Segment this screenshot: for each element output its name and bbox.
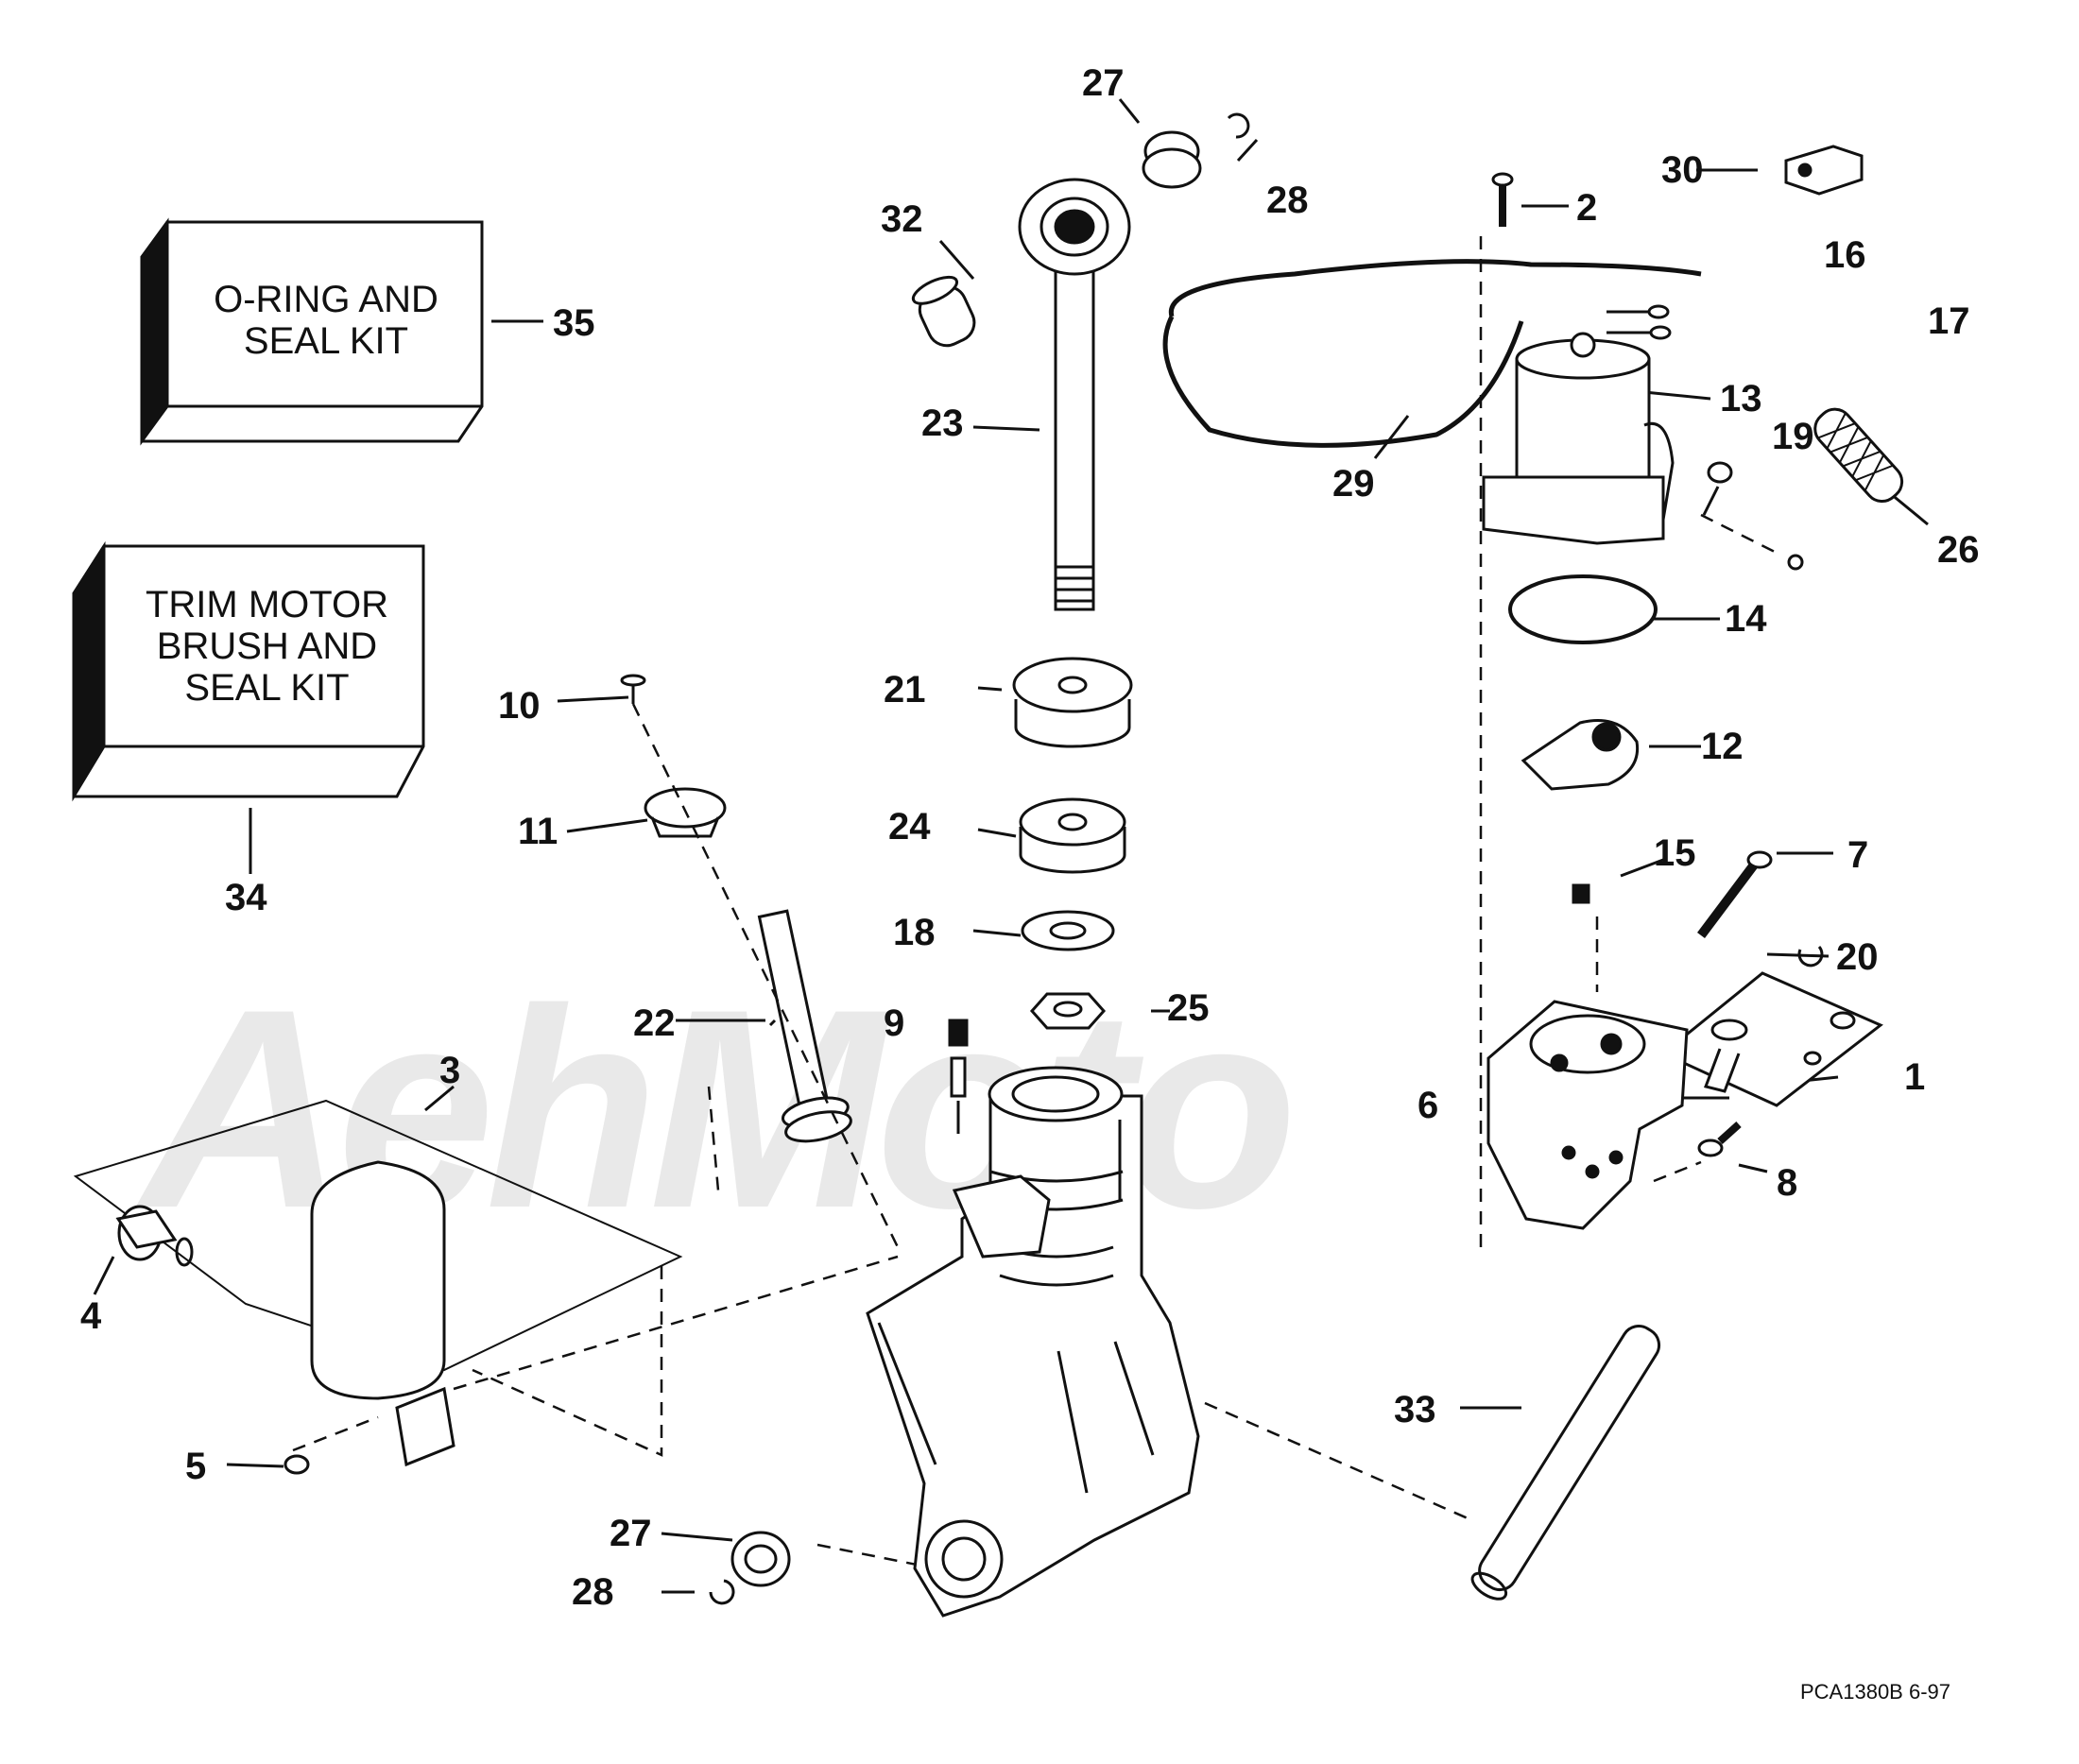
callout-28-top: 28 [1266,180,1309,221]
callout-11: 11 [518,811,558,852]
valve-10 [620,674,646,704]
screw-15 [1572,883,1590,904]
bolt-7 [1697,850,1773,938]
washer-18 [1021,910,1115,951]
callout-22: 22 [633,1002,676,1044]
callout-1: 1 [1904,1056,1926,1098]
bushing-4 [115,1205,194,1267]
kit-35-line-1: O-RING AND [214,279,438,320]
ring-28-bottom [709,1579,735,1605]
gasket-1 [1660,971,1883,1107]
callout-33: 33 [1394,1389,1436,1430]
piston-24 [1019,797,1126,874]
callout-8: 8 [1777,1162,1798,1204]
kit-34-line-3: SEAL KIT [184,667,350,709]
kit-34-label: TRIM MOTOR BRUSH AND SEAL KIT [109,584,425,709]
terminals-16-17 [1606,304,1672,340]
screw-8 [1697,1122,1742,1157]
nut-25 [1029,992,1107,1030]
callout-32: 32 [881,198,923,240]
callout-17: 17 [1928,300,1970,342]
callout-2: 2 [1576,187,1598,229]
kit-35-label: O-RING AND SEAL KIT [170,279,482,362]
callout-18: 18 [893,912,936,953]
trim-housing [866,1066,1200,1618]
callout-27-top: 27 [1082,62,1125,104]
callout-6: 6 [1418,1085,1439,1126]
callout-14: 14 [1725,598,1767,640]
manual-sheet-3 [73,1099,683,1372]
cover-pump [310,1160,455,1467]
callout-26: 26 [1937,529,1980,571]
bushing-27-bottom [730,1531,791,1587]
callout-19: 19 [1772,416,1814,457]
drawing-code: PCA1380B 6-97 [1800,1680,1950,1704]
tube-22 [757,909,852,1143]
screw-5 [284,1454,310,1475]
callout-15: 15 [1654,832,1696,874]
callout-27-bottom: 27 [610,1513,652,1554]
trim-rod-23 [1018,178,1131,611]
trim-motor-13 [1162,259,1702,545]
o-ring-14 [1508,574,1658,644]
callout-21: 21 [884,669,926,711]
fittings-9 [948,1019,969,1134]
callout-9: 9 [884,1002,905,1044]
kit-34-line-1: TRIM MOTOR [145,584,388,625]
callout-23: 23 [921,402,964,444]
sleeve-26 [1813,407,1904,504]
plug-11 [644,787,727,838]
kit-35-line-2: SEAL KIT [243,320,409,362]
callout-29: 29 [1332,463,1375,505]
pin-33 [1470,1325,1661,1601]
callout-28-bottom: 28 [572,1571,614,1613]
callout-7: 7 [1847,834,1869,876]
screw-2 [1491,172,1514,227]
pin-32 [911,275,976,348]
callout-35: 35 [553,302,595,344]
switch-30 [1784,145,1864,196]
callout-5: 5 [185,1446,207,1487]
callout-34: 34 [225,877,267,918]
callout-4: 4 [80,1295,102,1337]
clamp-19 [1702,461,1804,571]
bushing-27-top [1142,130,1202,189]
callout-25: 25 [1167,987,1210,1029]
seal-kit-box-34 [72,540,425,802]
callout-12: 12 [1701,726,1744,767]
callout-20: 20 [1836,936,1879,978]
callout-10: 10 [498,685,541,727]
cap-21 [1012,657,1133,748]
kit-34-line-2: BRUSH AND [156,625,378,667]
callout-24: 24 [888,806,931,848]
callout-30: 30 [1661,149,1704,191]
callout-3: 3 [439,1050,461,1091]
reservoir-12 [1521,719,1640,791]
pump-6 [1486,1000,1689,1230]
ring-28-top [1227,112,1250,139]
ring-20 [1797,946,1824,968]
seal-kit-box-35 [140,217,484,446]
callout-16: 16 [1824,234,1866,276]
callout-13: 13 [1720,378,1762,420]
